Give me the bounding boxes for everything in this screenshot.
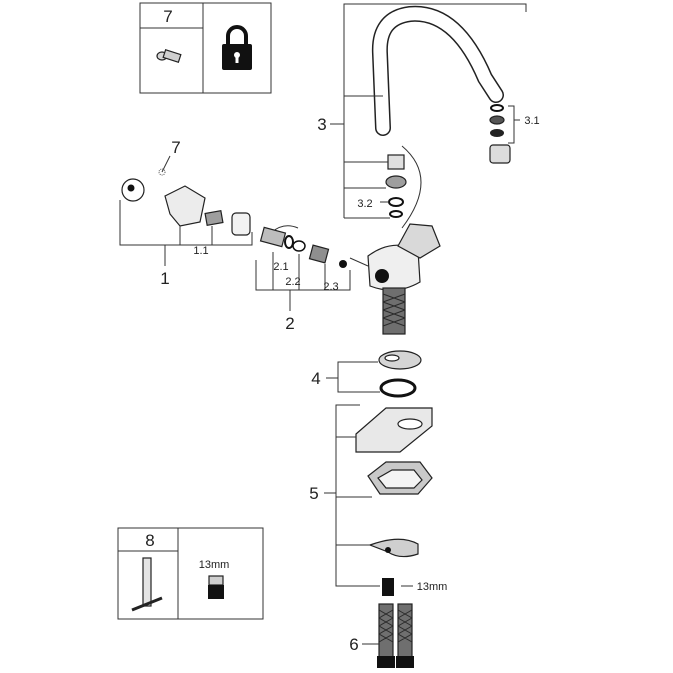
washer-2-2 xyxy=(292,240,306,252)
bracket-3: 3 3.2 xyxy=(317,3,527,219)
box-7-number: 7 xyxy=(163,7,172,26)
label-7-small: 7 xyxy=(171,138,180,157)
spout-fitting xyxy=(387,154,405,170)
label-2-1: 2.1 xyxy=(273,261,288,273)
assembly-1: 7 1 1.1 xyxy=(119,138,253,288)
connection-line xyxy=(349,257,369,267)
aerator xyxy=(489,144,511,164)
adapter-1-1 xyxy=(204,210,224,226)
lever-cap xyxy=(397,223,441,259)
label-1-1: 1.1 xyxy=(193,245,208,257)
callout-13mm: 13mm xyxy=(417,581,448,593)
valve-body xyxy=(308,244,330,264)
padlock-icon xyxy=(222,25,252,70)
o-ring-2-1 xyxy=(284,235,294,249)
label-2-2: 2.2 xyxy=(285,276,300,288)
aerator-washer xyxy=(489,115,505,125)
mixer-body xyxy=(367,223,441,335)
bracket-3-1: 3.1 xyxy=(508,105,540,144)
assembly-2: 2 2.1 2.2 2.3 xyxy=(255,225,351,333)
aerator-seal xyxy=(490,129,504,137)
mounting-plate xyxy=(355,407,433,453)
label-6: 6 xyxy=(349,635,358,654)
hose-nut-left xyxy=(377,656,395,668)
label-2-3: 2.3 xyxy=(323,281,338,293)
part-4: 4 xyxy=(311,350,422,398)
seal-3-2 xyxy=(388,197,404,207)
t-handle-tool-icon xyxy=(131,557,163,612)
body-port xyxy=(375,269,389,283)
spout-part-3 xyxy=(371,5,511,229)
box-8-frame xyxy=(117,527,264,620)
box-8: 8 13mm xyxy=(117,527,264,620)
screw-icon xyxy=(156,48,182,64)
label-1: 1 xyxy=(160,269,169,288)
cap-dot xyxy=(127,184,135,192)
seal-2-3 xyxy=(339,260,347,268)
label-3: 3 xyxy=(317,115,326,134)
supply-hose-right xyxy=(397,603,413,659)
sleeve xyxy=(231,212,251,236)
box-7: 7 xyxy=(139,2,272,94)
flange xyxy=(378,350,422,370)
seal-3-2b xyxy=(389,210,403,218)
grub-screw xyxy=(158,168,166,176)
hose-nut-right xyxy=(396,656,414,668)
lever-handle xyxy=(164,185,206,227)
label-4: 4 xyxy=(311,369,320,388)
label-3-2: 3.2 xyxy=(357,198,372,210)
nut-icon xyxy=(208,575,224,599)
supply-hose-left xyxy=(378,603,394,659)
label-5: 5 xyxy=(309,484,318,503)
box-8-wrench-size: 13mm xyxy=(199,559,230,571)
fixing-nut xyxy=(382,578,394,596)
part-5: 13mm 5 xyxy=(309,404,448,596)
cartridge xyxy=(259,226,287,248)
rotate-arrow xyxy=(401,145,422,229)
label-2: 2 xyxy=(285,314,294,333)
box-8-number: 8 xyxy=(145,531,154,550)
spout-nut xyxy=(385,175,407,189)
part-6: 6 xyxy=(349,603,414,668)
aerator-ring xyxy=(490,104,504,112)
label-3-1: 3.1 xyxy=(524,115,539,127)
horseshoe-washer xyxy=(368,538,419,558)
hose-braid xyxy=(382,293,406,327)
base-o-ring xyxy=(379,378,417,398)
box-7-frame xyxy=(139,2,272,94)
